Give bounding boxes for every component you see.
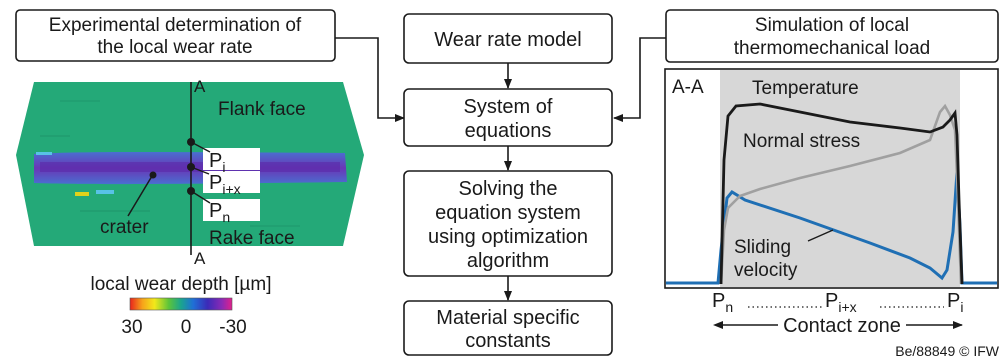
constants-line1: Material specific [436,307,579,329]
solve-line4: algorithm [467,250,549,272]
plot-section-label: A-A [672,77,704,98]
axis-label-pix: Pi+x [825,290,857,315]
sliding-velocity-label-line2: velocity [734,260,798,281]
colorbar-tick-minus30: -30 [219,317,246,338]
section-label-a-top: A [194,77,206,96]
axis-label-pn: Pn [712,290,733,315]
rake-face-label: Rake face [209,228,295,249]
colorbar: local wear depth [µm] 30 0 -30 [91,274,272,338]
experimental-box-line2: the local wear rate [97,37,252,58]
crater-marker [149,171,157,179]
wear-spot [96,190,114,194]
arrow-simulation-to-system [613,37,666,122]
solve-line3: using optimization [428,226,588,248]
simulation-box: Simulation of local thermomechanical loa… [665,9,999,63]
point-label-bg [203,148,260,170]
load-distribution-plot: A-A Temperature Normal stress Sliding ve… [664,68,999,289]
wear-spot [36,152,52,155]
system-line1: System of [464,96,553,118]
material-constants-box: Material specific constants [403,300,613,356]
solve-line2: equation system [435,202,581,224]
experimental-box: Experimental determination of the local … [15,9,336,62]
crater-leader-line [127,175,153,217]
experimental-box-line1: Experimental determination of [49,15,302,36]
sliding-velocity-label-line1: Sliding [734,237,791,258]
temperature-curve [719,102,964,285]
surface-texture [40,100,300,227]
wear-map: A A Flank face Rake face crater Pi Pi+x … [16,77,364,268]
sliding-velocity-leader [807,229,834,242]
contact-axis: Pn Pi+x Pi Contact zone [712,290,963,337]
arrow-experimental-to-system [335,37,405,122]
wear-spot [75,192,89,196]
normal-stress-label: Normal stress [743,131,860,152]
colorbar-title: local wear depth [µm] [91,274,272,295]
simulation-line1: Simulation of local [755,15,909,36]
flank-face-label: Flank face [218,99,306,120]
wear-rate-model-box: Wear rate model [403,13,613,64]
colorbar-tick-0: 0 [181,317,192,338]
section-label-a-bottom: A [194,249,206,268]
wear-rate-model-label: Wear rate model [434,29,581,51]
point-label-pix: Pi+x [209,172,241,197]
contact-zone-shading [720,70,960,287]
credit-text: Be/88849 © IFW [895,343,999,359]
point-label-pn: Pn [209,200,230,225]
solve-line1: Solving the [459,178,558,200]
colorbar-tick-30: 30 [121,317,142,338]
axis-label-pi: Pi [947,290,963,315]
point-label-pi: Pi [209,150,225,175]
solving-box: Solving the equation system using optimi… [403,170,613,277]
temperature-label: Temperature [752,78,859,99]
simulation-line2: thermomechanical load [734,38,930,59]
system-of-equations-box: System of equations [403,88,613,147]
point-label-bg [203,199,260,221]
constants-line2: constants [465,330,551,352]
normal-stress-curve [719,103,963,285]
colorbar-gradient [129,297,233,311]
system-line2: equations [465,120,552,142]
point-label-bg [203,171,260,193]
contact-zone-label: Contact zone [783,315,901,337]
crater-label: crater [100,217,149,238]
